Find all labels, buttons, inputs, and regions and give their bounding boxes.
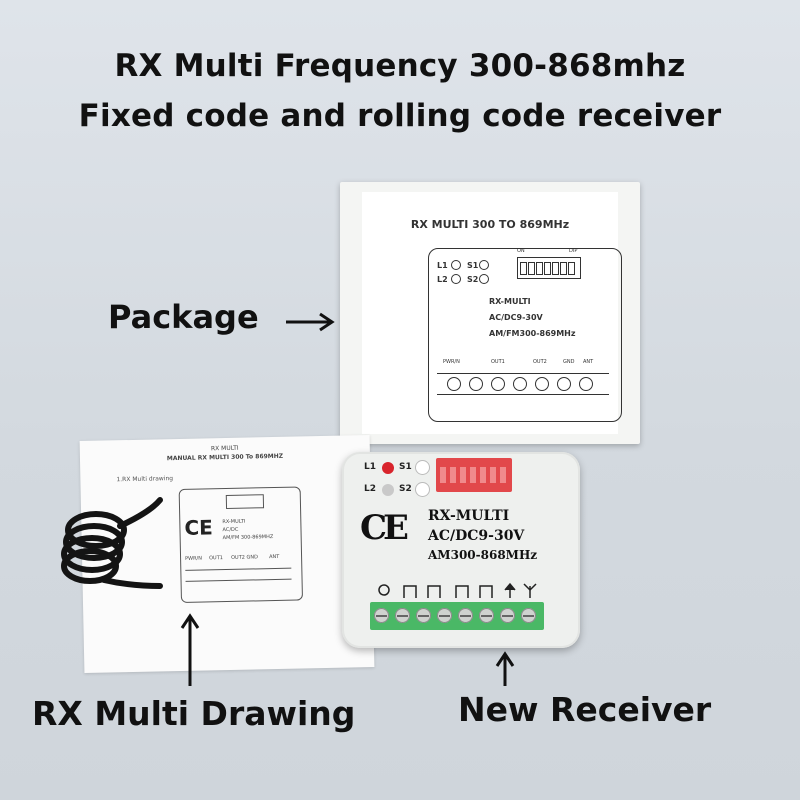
package-s2-ring xyxy=(479,274,489,284)
receiver-button-s2[interactable] xyxy=(416,483,429,496)
headline-line-2: Fixed code and rolling code receiver xyxy=(78,98,722,134)
receiver-terminal-symbols-icon xyxy=(378,582,537,598)
package-model: RX-MULTI xyxy=(489,297,531,306)
receiver-led1-label: L1 xyxy=(364,462,376,472)
manual-out1: OUT1 xyxy=(209,555,223,562)
package-term-gnd: GND xyxy=(563,359,575,365)
receiver-model: RX-MULTI xyxy=(428,508,510,524)
package-term-out2: OUT2 xyxy=(533,359,547,365)
manual-dip-drawing xyxy=(225,494,265,510)
receiver-freq: AM300-868MHz xyxy=(428,548,538,562)
package-box: RX MULTI 300 TO 869MHz L1 L2 S1 S2 ON DI… xyxy=(340,182,640,444)
manual-terminal-drawing xyxy=(185,567,292,582)
package-power: AC/DC9-30V xyxy=(489,313,543,322)
package-led1-ring xyxy=(451,260,461,270)
package-led2-ring xyxy=(451,274,461,284)
package-title: RX MULTI 300 TO 869MHz xyxy=(410,218,570,231)
manual-freq: AM/FM 300-869MHZ xyxy=(222,534,274,542)
manual-pwr: PWR/N xyxy=(185,555,203,562)
package-dip-switch-drawing xyxy=(517,257,581,279)
receiver-button-s1[interactable] xyxy=(416,461,429,474)
package-arrow-icon xyxy=(286,312,335,332)
package-terminal-drawing xyxy=(437,373,609,395)
receiver-dip-switch[interactable] xyxy=(436,458,512,492)
package-freq: AM/FM300-869MHz xyxy=(489,329,576,338)
receiver-device: L1 S1 L2 S2 CE RX-MULTI AC/DC9-30V AM300… xyxy=(342,452,580,648)
manual-ant: ANT xyxy=(269,553,280,561)
package-term-out1: OUT1 xyxy=(491,359,505,365)
manual-section: 1.RX Multi drawing xyxy=(116,475,174,484)
package-face: RX MULTI 300 TO 869MHz L1 L2 S1 S2 ON DI… xyxy=(362,192,622,434)
manual-device-drawing: CE RX-MULTI AC/DC AM/FM 300-869MHZ PWR/N… xyxy=(178,486,303,603)
receiver-arrow-icon xyxy=(495,651,515,686)
package-led1-label: L1 xyxy=(437,261,448,270)
package-s1-ring xyxy=(479,260,489,270)
receiver-s1-label: S1 xyxy=(399,462,412,472)
receiver-led1 xyxy=(382,462,394,474)
manual-model: RX-MULTI xyxy=(222,518,246,526)
receiver-led2-label: L2 xyxy=(364,484,376,494)
package-dip-on-label: ON xyxy=(517,248,525,254)
drawing-caption: RX Multi Drawing xyxy=(32,694,356,733)
package-led2-label: L2 xyxy=(437,275,448,284)
receiver-caption: New Receiver xyxy=(458,690,712,729)
receiver-led2 xyxy=(382,484,394,496)
package-s2-label: S2 xyxy=(467,275,479,284)
receiver-ce-mark: CE xyxy=(360,508,409,548)
headline-line-1: RX Multi Frequency 300-868mhz xyxy=(114,48,686,84)
receiver-s2-label: S2 xyxy=(399,484,412,494)
package-caption: Package xyxy=(108,298,259,336)
manual-out2-gnd: OUT2 GND xyxy=(231,554,259,561)
manual-power: AC/DC xyxy=(222,526,239,534)
package-device-drawing: L1 L2 S1 S2 ON DIP RX-MULTI AC/DC9-30V A… xyxy=(428,248,622,422)
package-term-ant: ANT xyxy=(583,359,594,365)
receiver-power: AC/DC9-30V xyxy=(428,528,525,544)
drawing-arrow-icon xyxy=(180,613,200,686)
package-term-pwr: PWR/N xyxy=(443,359,460,365)
package-s1-label: S1 xyxy=(467,261,479,270)
package-dip-label: DIP xyxy=(569,248,578,254)
receiver-terminal-block[interactable] xyxy=(370,602,544,630)
manual-ce-mark: CE xyxy=(184,515,214,540)
antenna-cable-image xyxy=(61,497,163,589)
